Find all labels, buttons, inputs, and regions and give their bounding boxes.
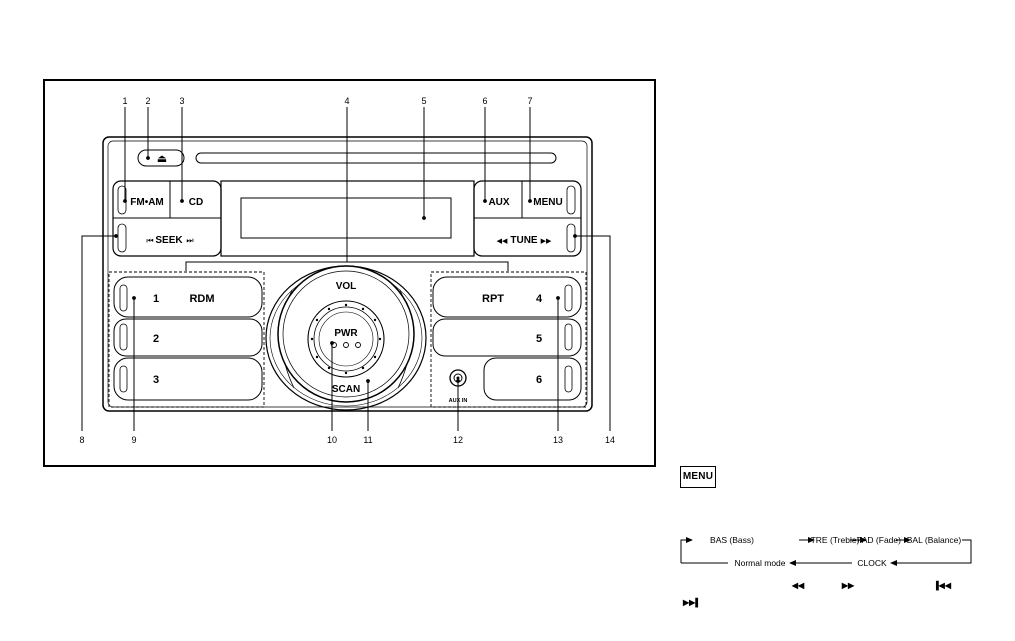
- scan-label: SCAN: [332, 384, 360, 395]
- callout-4: 4: [344, 96, 349, 106]
- rpt-label: RPT: [482, 293, 504, 305]
- seek-prev-icon: ⏮: [146, 236, 153, 245]
- forward-icon: ▶▶: [841, 581, 855, 590]
- preset-number-6: 6: [536, 374, 542, 386]
- cd-label: CD: [189, 197, 203, 208]
- callout-5: 5: [421, 96, 426, 106]
- flow-clock: CLOCK: [857, 558, 887, 568]
- flow-tre: TRE (Treble): [811, 535, 860, 545]
- rdm-label: RDM: [189, 293, 214, 305]
- menu-badge: MENU: [680, 466, 716, 488]
- preset-button-5[interactable]: [433, 319, 581, 356]
- flow-bal: BAL (Balance): [907, 535, 962, 545]
- callout-14: 14: [605, 435, 615, 445]
- fm-am-label: FM•AM: [130, 197, 164, 208]
- callout-9: 9: [131, 435, 136, 445]
- preset-button-1[interactable]: [114, 277, 262, 317]
- cd-slot: [196, 153, 556, 163]
- callout-8: 8: [79, 435, 84, 445]
- flow-normal-mode: Normal mode: [734, 558, 785, 568]
- display-screen: [241, 198, 451, 238]
- preset-number-1: 1: [153, 293, 159, 305]
- tune-back-icon: ◀◀: [497, 238, 508, 245]
- right-preset-buttons: [433, 277, 581, 400]
- seek-label: SEEK: [155, 235, 183, 246]
- callout-2: 2: [145, 96, 150, 106]
- flow-bas: BAS (Bass): [710, 535, 754, 545]
- callout-11: 11: [363, 435, 372, 445]
- callout-6: 6: [482, 96, 487, 106]
- tune-label: TUNE: [510, 235, 538, 246]
- callout-7: 7: [527, 96, 532, 106]
- callout-13: 13: [553, 435, 563, 445]
- preset-number-4: 4: [536, 293, 543, 305]
- menu-label: MENU: [533, 197, 562, 208]
- preset-number-2: 2: [153, 333, 159, 345]
- preset-number-3: 3: [153, 374, 159, 386]
- callout-3: 3: [179, 96, 184, 106]
- preset-number-5: 5: [536, 333, 542, 345]
- callout-12: 12: [453, 435, 463, 445]
- aux-label: AUX: [488, 197, 509, 208]
- preset-button-6[interactable]: [484, 358, 581, 400]
- tune-fwd-icon: ▶▶: [541, 238, 552, 245]
- pwr-label: PWR: [334, 328, 358, 339]
- vol-label: VOL: [336, 281, 357, 292]
- callout-10: 10: [327, 435, 337, 445]
- flow-fad: FAD (Fade): [857, 535, 901, 545]
- left-preset-buttons: [114, 277, 262, 400]
- next-track-icon: ▶▶▌: [682, 597, 701, 608]
- rewind-icon: ◀◀: [791, 581, 805, 590]
- eject-icon: ⏏: [157, 153, 167, 165]
- left-preset-group: [109, 272, 264, 407]
- preset-button-3[interactable]: [114, 358, 262, 400]
- prev-track-icon: ▐◀◀: [933, 580, 952, 591]
- callout-1: 1: [122, 96, 127, 106]
- right-preset-group: [431, 272, 586, 407]
- preset-button-2[interactable]: [114, 319, 262, 356]
- seek-next-icon: ⏭: [186, 236, 193, 245]
